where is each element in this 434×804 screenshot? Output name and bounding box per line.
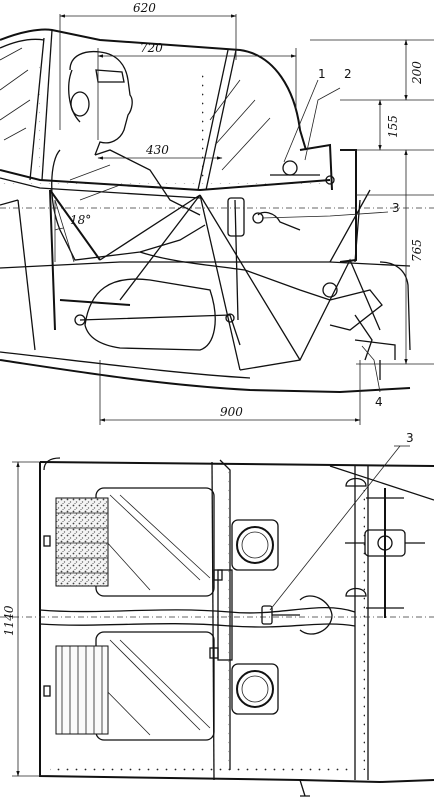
instrument-panel [270, 149, 357, 263]
dim-1140: 1140 [2, 605, 16, 636]
rudder-pedals [345, 477, 425, 618]
upper-seat [55, 487, 215, 597]
porthole-upper [231, 519, 279, 571]
dim-765: 765 [410, 239, 424, 262]
canopy-frame [0, 28, 307, 191]
plan-hardware [43, 535, 310, 797]
plan-view: 1140 3 [0, 431, 434, 797]
dim-900: 900 [220, 405, 243, 419]
dim-720: 720 [140, 41, 163, 55]
callout-4: 4 [375, 395, 383, 409]
porthole-lower [231, 663, 279, 715]
pilot-figure [51, 50, 383, 331]
plan-control-column [217, 569, 333, 661]
lower-seat [55, 631, 215, 741]
plan-centerline [0, 606, 434, 628]
callout-2: 2 [344, 67, 352, 81]
fuselage-side [0, 143, 411, 394]
control-stick [227, 197, 396, 380]
callout-3: 3 [392, 201, 400, 215]
callout-leaders-side [261, 79, 389, 393]
callout-leader-plan [269, 445, 410, 611]
dim-200: 200 [410, 61, 424, 85]
dim-angle-18: 18° [70, 213, 91, 227]
seat-structure [0, 189, 381, 371]
dimension-lines-plan [12, 461, 40, 777]
callout-3-plan: 3 [406, 431, 414, 445]
dim-430: 430 [145, 143, 169, 157]
callout-1: 1 [318, 67, 326, 81]
side-view: 620 720 430 900 200 155 765 18° 1 2 3 4 [0, 1, 434, 425]
dim-155: 155 [386, 115, 400, 138]
dim-620: 620 [133, 1, 156, 15]
dimension-lines-side [0, 14, 434, 425]
